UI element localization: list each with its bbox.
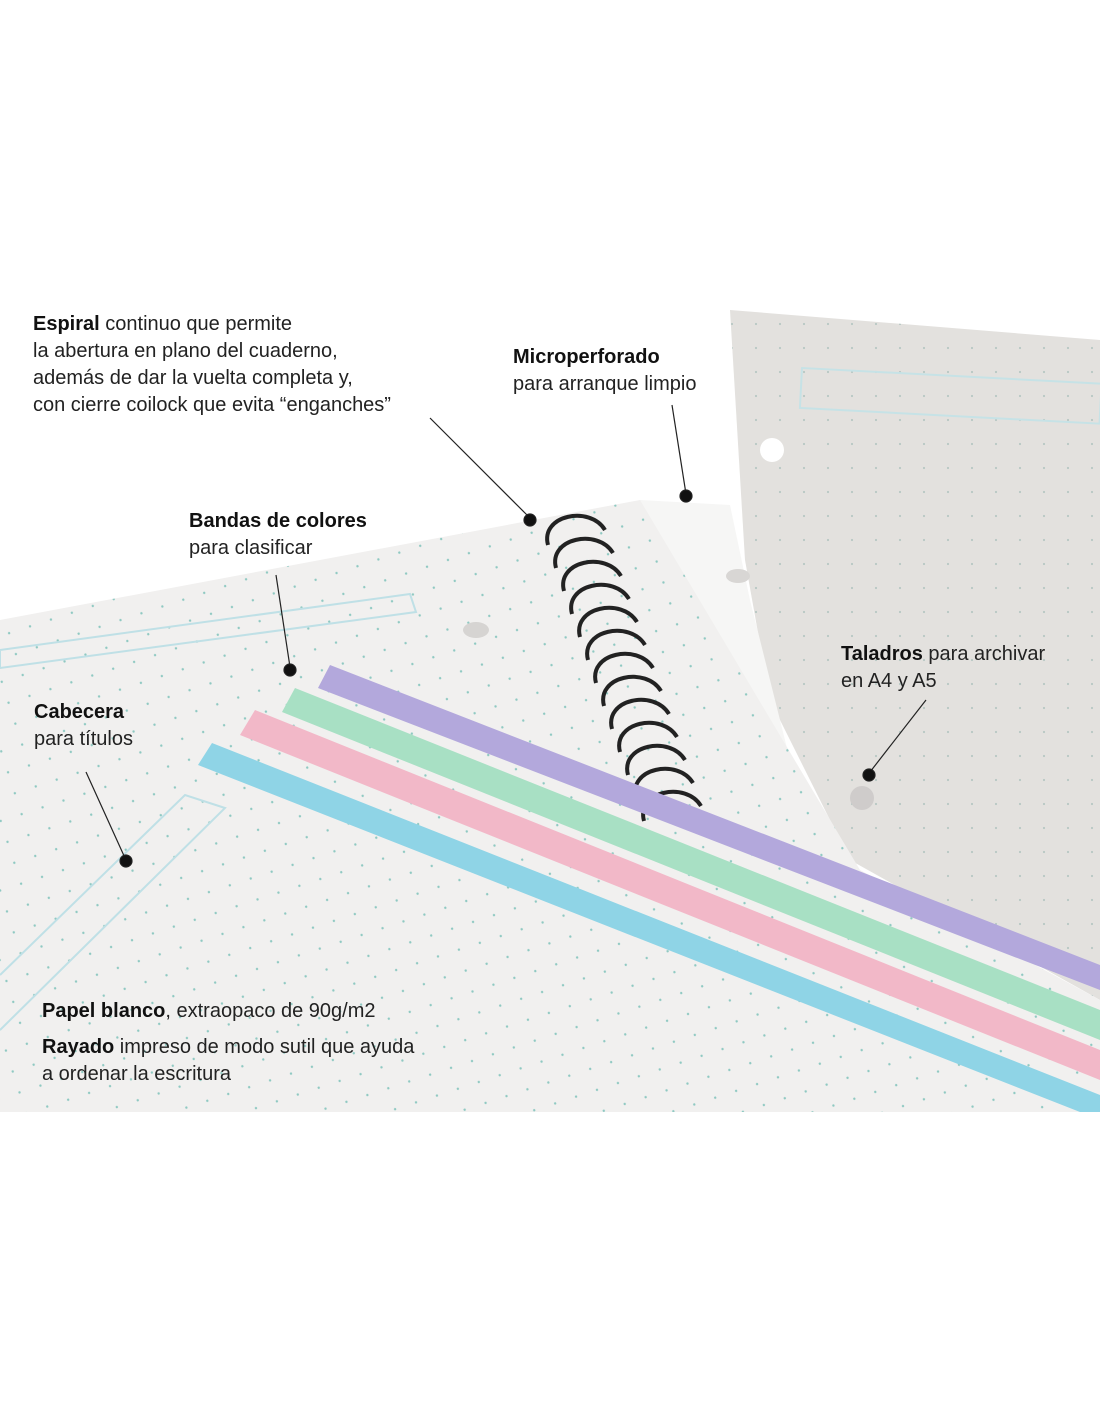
annotation-bandas: Bandas de colores para clasificar bbox=[189, 508, 367, 562]
band-purple bbox=[318, 665, 1100, 990]
espiral-text-2: la abertura en plano del cuaderno, bbox=[33, 340, 338, 362]
annotation-cabecera: Cabecera para títulos bbox=[34, 699, 133, 753]
cabecera-title: Cabecera bbox=[34, 701, 125, 723]
papel-text: , extraopaco de 90g/m2 bbox=[165, 1000, 376, 1022]
band-blue bbox=[198, 743, 1100, 1112]
microperforado-title: Microperforado bbox=[513, 346, 660, 368]
papel-title: Papel blanco bbox=[42, 1000, 166, 1022]
annotation-taladros: Taladros para archivar en A4 y A5 bbox=[841, 641, 1045, 695]
espiral-text-3: además de dar la vuelta completa y, bbox=[33, 367, 353, 389]
annotation-rayado: Rayado impreso de modo sutil que ayuda a… bbox=[42, 1034, 414, 1088]
microperforado-text: para arranque limpio bbox=[513, 373, 697, 395]
taladros-text-1: para archivar bbox=[922, 643, 1046, 665]
rayado-text-1: impreso de modo sutil que ayuda bbox=[114, 1036, 415, 1058]
band-pink bbox=[240, 710, 1100, 1080]
annotation-microperforado: Microperforado para arranque limpio bbox=[513, 344, 696, 398]
espiral-text-4: con cierre coilock que evita “enganches” bbox=[33, 394, 391, 416]
spiral-binding bbox=[545, 513, 703, 822]
cabecera-text: para títulos bbox=[34, 728, 133, 750]
annotation-espiral: Espiral continuo que permite la abertura… bbox=[33, 311, 391, 419]
taladros-title: Taladros bbox=[841, 643, 923, 665]
bandas-text: para clasificar bbox=[189, 537, 313, 559]
rayado-title: Rayado bbox=[42, 1036, 115, 1058]
espiral-title: Espiral bbox=[33, 313, 100, 335]
bandas-title: Bandas de colores bbox=[189, 510, 367, 532]
rayado-text-2: a ordenar la escritura bbox=[42, 1063, 231, 1085]
annotation-papel: Papel blanco, extraopaco de 90g/m2 bbox=[42, 998, 376, 1025]
band-green bbox=[282, 688, 1100, 1040]
taladros-text-2: en A4 y A5 bbox=[841, 670, 937, 692]
espiral-text-1: continuo que permite bbox=[99, 313, 293, 335]
